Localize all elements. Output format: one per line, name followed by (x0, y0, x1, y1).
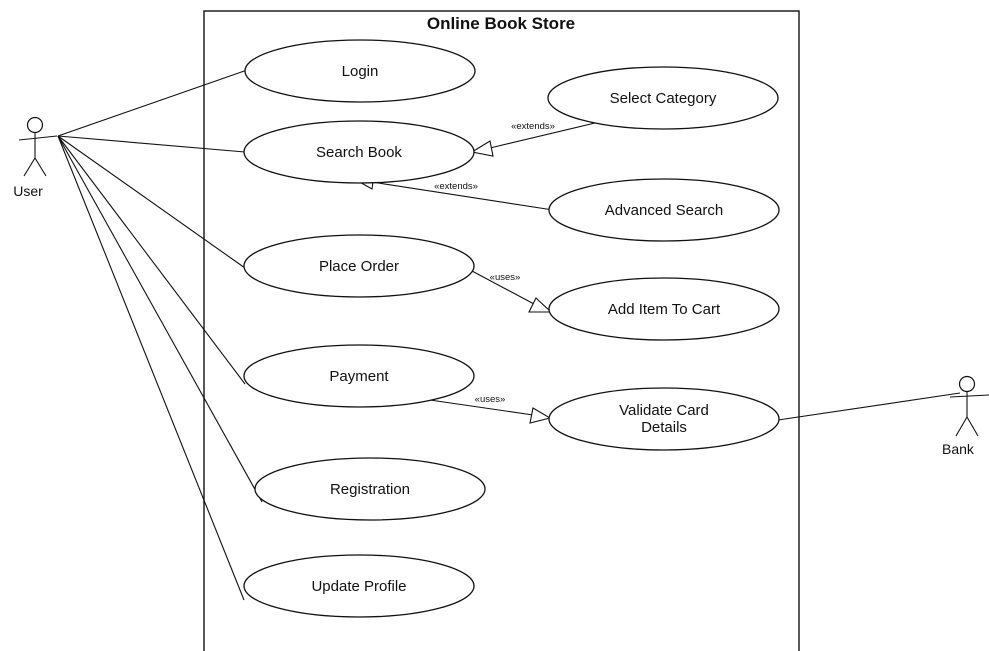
use-case-payment-label: Payment (329, 368, 389, 385)
use-case-select-category[interactable]: Select Category (547, 66, 779, 130)
use-case-validate-card-details[interactable]: Validate Card Details (548, 387, 780, 451)
use-case-login-label: Login (342, 63, 379, 80)
system-title: Online Book Store (427, 14, 575, 33)
assoc-user-registration (57, 135, 263, 503)
uses-line-place-order (471, 270, 535, 305)
use-case-search-book-label: Search Book (316, 144, 402, 161)
use-case-validate-card-label-line2: Details (641, 419, 687, 436)
assoc-user-place-order (57, 135, 246, 269)
uses-line-payment (429, 399, 534, 416)
assoc-user-login (57, 68, 251, 137)
use-case-add-item-to-cart[interactable]: Add Item To Cart (548, 277, 780, 341)
extends-label-select-category: «extends» (511, 121, 555, 132)
extends-arrowhead-select-category (470, 140, 494, 157)
extends-line-advanced-search (371, 181, 554, 211)
bank-actor-icon (949, 375, 989, 437)
uses-label-place-order: «uses» (490, 272, 521, 283)
relationships: «extends» «extends» «uses» «uses» (354, 121, 596, 424)
use-case-search-book[interactable]: Search Book (243, 120, 475, 184)
use-case-payment[interactable]: Payment (243, 344, 475, 408)
use-case-add-item-to-cart-label: Add Item To Cart (608, 301, 721, 318)
assoc-user-update-profile (57, 135, 245, 601)
user-actor-icon (18, 116, 58, 177)
assoc-user-payment (57, 135, 246, 385)
use-case-place-order-label: Place Order (319, 258, 399, 275)
actor-user[interactable]: User (13, 116, 58, 200)
uses-arrowhead-place-order (528, 297, 553, 313)
use-case-place-order[interactable]: Place Order (243, 234, 475, 298)
extends-line-select-category (489, 122, 596, 149)
assoc-bank-validate-card (777, 392, 961, 421)
assoc-user-search-book (57, 135, 246, 153)
user-associations (57, 68, 263, 601)
use-case-advanced-search[interactable]: Advanced Search (548, 178, 780, 242)
actor-bank-label: Bank (942, 441, 975, 457)
actor-bank[interactable]: Bank (942, 375, 989, 458)
use-case-select-category-label: Select Category (610, 90, 717, 107)
actor-user-label: User (13, 183, 43, 199)
use-case-login[interactable]: Login (244, 39, 476, 103)
use-case-validate-card-label-line1: Validate Card (619, 402, 709, 419)
uses-label-payment: «uses» (475, 394, 506, 405)
use-case-registration[interactable]: Registration (254, 457, 486, 521)
uses-arrowhead-payment (529, 407, 552, 424)
extends-label-advanced-search: «extends» (434, 181, 478, 192)
use-case-registration-label: Registration (330, 481, 410, 498)
use-case-update-profile[interactable]: Update Profile (243, 554, 475, 618)
use-case-advanced-search-label: Advanced Search (605, 202, 723, 219)
use-case-update-profile-label: Update Profile (311, 578, 406, 595)
